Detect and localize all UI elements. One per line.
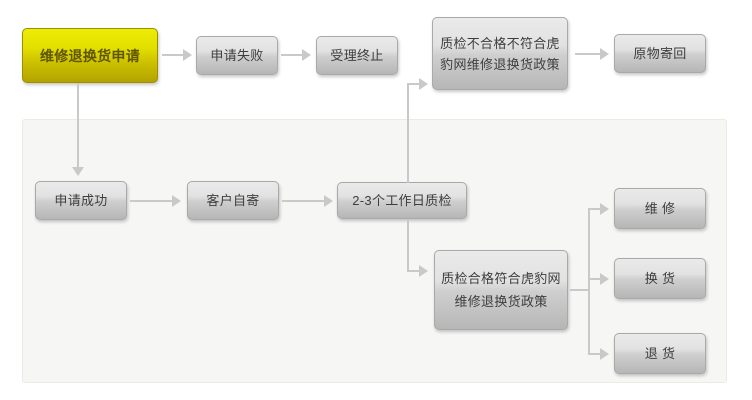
node-customer-ship-label: 客户自寄	[206, 192, 260, 208]
edge-apply-success-to-customer-ship-line	[130, 200, 173, 202]
edge-qc-fail-to-return-original-arrow	[600, 48, 609, 60]
node-case-closed[interactable]: 受理终止	[316, 36, 398, 75]
node-qc-days[interactable]: 2-3个工作日质检	[337, 182, 467, 219]
edge-apply-to-apply-failed-line	[162, 54, 184, 56]
edge-qc-fail-to-return-original-line	[575, 53, 601, 55]
edge-apply-to-apply-failed-arrow	[183, 49, 192, 61]
edge-apply-failed-to-case-closed-line	[281, 54, 303, 56]
edge-qc-pass-to-exchange-line	[588, 278, 602, 280]
node-qc-pass[interactable]: 质检合格符合虎豹网维修退换货政策	[434, 250, 568, 330]
edge-qc-pass-to-refund-arrow	[600, 348, 609, 360]
edge-qc-days-to-qc-pass-vline	[407, 219, 409, 272]
edge-qc-days-to-qc-fail-arrow	[419, 78, 428, 90]
node-qc-fail-label: 质检不合格不符合虎豹网维修退换货政策	[440, 35, 560, 72]
node-apply-label: 维修退换货申请	[39, 47, 141, 64]
node-apply-failed-label: 申请失败	[210, 47, 264, 63]
edge-customer-ship-to-qc-days-line	[282, 200, 325, 202]
node-repair-label: 维 修	[644, 200, 676, 216]
edge-customer-ship-to-qc-days-arrow	[324, 195, 333, 207]
edge-apply-to-apply-success-line	[77, 83, 79, 169]
edge-qc-pass-to-repair-arrow	[600, 203, 609, 215]
edge-qc-pass-trunk-vline	[588, 208, 590, 354]
node-case-closed-label: 受理终止	[330, 47, 384, 63]
edge-qc-pass-to-repair-line	[588, 208, 602, 210]
node-qc-fail[interactable]: 质检不合格不符合虎豹网维修退换货政策	[432, 17, 568, 90]
node-repair[interactable]: 维 修	[614, 188, 706, 229]
node-exchange[interactable]: 换 货	[614, 258, 706, 299]
edge-qc-pass-trunk-stem	[570, 289, 590, 291]
edge-apply-to-apply-success-arrow	[72, 167, 84, 176]
edge-qc-pass-to-exchange-arrow	[600, 273, 609, 285]
node-refund[interactable]: 退 货	[614, 333, 706, 374]
edge-apply-success-to-customer-ship-arrow	[172, 195, 181, 207]
edge-qc-days-to-qc-fail-vline	[407, 83, 409, 183]
node-qc-pass-label: 质检合格符合虎豹网维修退换货政策	[441, 271, 561, 309]
node-refund-label: 退 货	[644, 345, 676, 361]
node-exchange-label: 换 货	[644, 270, 676, 286]
node-apply-success[interactable]: 申请成功	[35, 181, 127, 220]
success-branch-panel	[22, 119, 727, 383]
node-apply[interactable]: 维修退换货申请	[22, 28, 158, 83]
node-return-original-label: 原物寄回	[633, 45, 687, 61]
edge-qc-days-to-qc-pass-arrow	[419, 265, 428, 277]
node-apply-failed[interactable]: 申请失败	[196, 36, 278, 75]
node-qc-days-label: 2-3个工作日质检	[352, 192, 452, 208]
node-return-original[interactable]: 原物寄回	[614, 34, 706, 73]
edge-qc-days-to-qc-pass-hline	[407, 270, 421, 272]
edge-qc-pass-to-refund-line	[588, 353, 602, 355]
node-apply-success-label: 申请成功	[54, 192, 108, 208]
node-customer-ship[interactable]: 客户自寄	[187, 181, 279, 220]
edge-qc-days-to-qc-fail-hline	[407, 83, 421, 85]
edge-apply-failed-to-case-closed-arrow	[302, 49, 311, 61]
